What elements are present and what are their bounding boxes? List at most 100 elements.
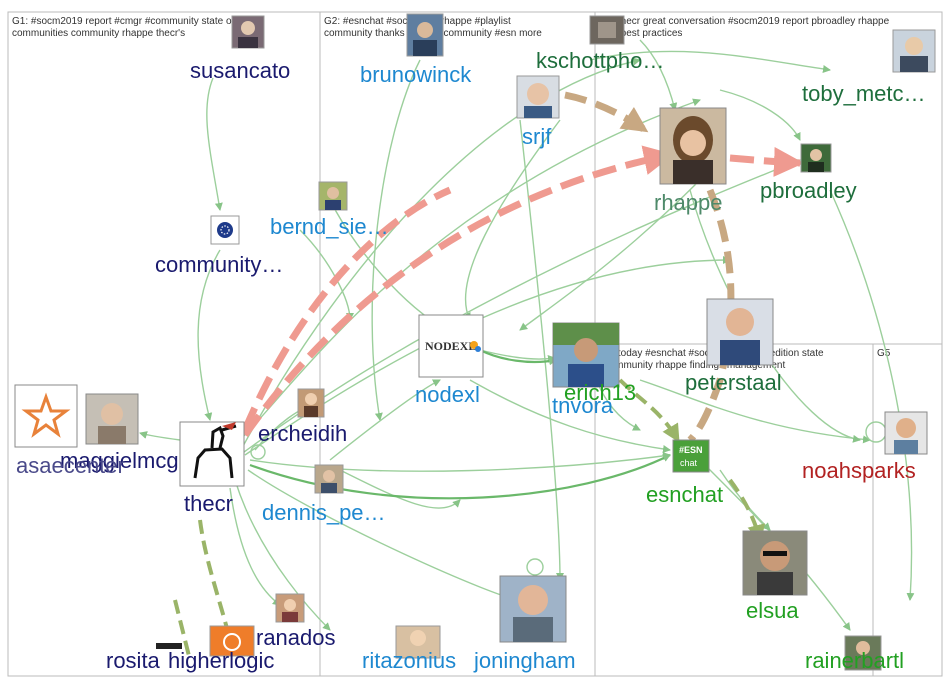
person-photo-icon[interactable]: [318, 181, 348, 211]
node-label-pbroadley: pbroadley: [760, 178, 857, 203]
person-photo-icon[interactable]: [314, 464, 344, 494]
edge: [728, 478, 766, 543]
person-photo-icon[interactable]: [275, 593, 305, 623]
group-label-g1: G1: #socm2019 report #cmgr #community st…: [12, 16, 253, 39]
edge: [639, 379, 871, 444]
edge: [249, 451, 671, 472]
person-photo-icon[interactable]: [395, 625, 441, 659]
person-photo-icon[interactable]: [800, 143, 832, 173]
node-label-esnchat: esnchat: [646, 482, 723, 507]
node-images: NODEXL: [14, 13, 936, 671]
edges-salmon: [241, 145, 804, 438]
node-label-dennis: dennis_pe…: [262, 500, 386, 525]
node-label-erich13: erich13: [564, 380, 636, 405]
person-photo-icon[interactable]: [85, 393, 139, 445]
person-photo-icon[interactable]: [231, 15, 265, 49]
group-box-g5: [872, 343, 943, 677]
node-label-thecr: thecr: [184, 491, 233, 516]
person-photo-icon[interactable]: [499, 575, 567, 643]
person-photo-icon[interactable]: [884, 411, 928, 455]
edge: [371, 59, 421, 421]
person-photo-icon[interactable]: [297, 388, 325, 418]
edge: [247, 469, 521, 604]
edge: [339, 469, 461, 509]
group-label-g3: G3: thecr great conversation #socm2019 r…: [599, 16, 890, 39]
node-label-toby: toby_metc…: [802, 81, 926, 106]
person-photo-icon[interactable]: [156, 643, 182, 649]
node-label-tnvora: tnvora: [552, 393, 614, 418]
node-label-community: community…: [155, 252, 283, 277]
nodexl-logo-icon[interactable]: NODEXL: [418, 314, 484, 378]
edge: [618, 378, 680, 443]
edge: [479, 349, 557, 366]
esnchat-logo-line2: chat: [680, 458, 698, 468]
edge: [329, 379, 441, 461]
edge: [564, 91, 649, 133]
node-labels: susancato community… maggielmcg asaecent…: [16, 48, 926, 673]
person-photo-icon[interactable]: [742, 530, 808, 596]
edge: [139, 431, 181, 441]
edge: [469, 379, 671, 453]
node-label-ercheidih: ercheidih: [258, 421, 347, 446]
node-label-peterstaal: peterstaal: [685, 370, 782, 395]
edge: [242, 145, 674, 438]
person-photo-icon[interactable]: [516, 75, 560, 119]
node-label-susancato: susancato: [190, 58, 290, 83]
edge: [234, 479, 331, 631]
node-label-bernd: bernd_sie…: [270, 214, 389, 239]
node-label-higherlogic: higherlogic: [168, 648, 274, 673]
group-label-g5: G5: [877, 348, 891, 359]
node-label-elsua: elsua: [746, 598, 799, 623]
star-logo-icon[interactable]: [14, 384, 78, 448]
person-photo-icon[interactable]: [659, 107, 727, 185]
self-loops: [250, 421, 887, 576]
person-photo-icon[interactable]: [406, 13, 444, 57]
edge: [206, 77, 223, 211]
group-box-g1: [7, 11, 321, 677]
node-label-joningham: joningham: [473, 648, 576, 673]
edge: [639, 39, 678, 111]
node-label-kschottpho: kschottpho…: [536, 48, 664, 73]
edge: [173, 599, 192, 661]
edge: [241, 186, 452, 432]
self-loop: [526, 558, 544, 576]
edge: [239, 158, 801, 456]
edge: [198, 519, 232, 641]
esn-chat-logo-icon[interactable]: #ESN chat: [672, 439, 710, 473]
group-boxes: [7, 11, 943, 677]
person-photo-icon[interactable]: [589, 15, 625, 45]
community-logo-icon[interactable]: [210, 215, 240, 245]
self-loop: [250, 444, 266, 460]
node-label-brunowinck: brunowinck: [360, 62, 472, 87]
knight-logo-icon[interactable]: [179, 421, 245, 487]
node-label-noahsparks: noahsparks: [802, 458, 916, 483]
node-label-nodexl: nodexl: [415, 382, 480, 407]
edge: [241, 57, 641, 449]
node-label-asaecenter: asaecenter: [16, 453, 125, 478]
edge: [829, 189, 915, 601]
node-label-maggielmcg: maggielmcg: [60, 448, 179, 473]
edge: [719, 89, 801, 141]
edge: [463, 119, 561, 321]
person-photo-icon[interactable]: [706, 298, 774, 366]
node-label-rainerbartl: rainerbartl: [805, 648, 904, 673]
self-loop: [865, 421, 887, 443]
person-photo-icon[interactable]: [892, 29, 936, 73]
nodexl-logo-text: NODEXL: [425, 339, 476, 353]
node-label-rhappe: rhappe: [654, 190, 723, 215]
node-label-srjf: srjf: [522, 124, 552, 149]
edge: [519, 119, 564, 581]
edge: [197, 249, 221, 421]
node-label-ritazonius: ritazonius: [362, 648, 456, 673]
person-photo-icon[interactable]: [552, 322, 620, 388]
edges-medium: [249, 349, 671, 500]
person-photo-icon[interactable]: [844, 635, 882, 671]
esnchat-logo-line1: #ESN: [679, 445, 703, 455]
edge: [729, 146, 804, 177]
higherlogic-logo-icon[interactable]: [209, 625, 255, 657]
node-label-rosita: rosita: [106, 648, 161, 673]
edge: [229, 487, 281, 606]
edge: [589, 50, 831, 73]
node-label-granados: ranados: [256, 625, 336, 650]
